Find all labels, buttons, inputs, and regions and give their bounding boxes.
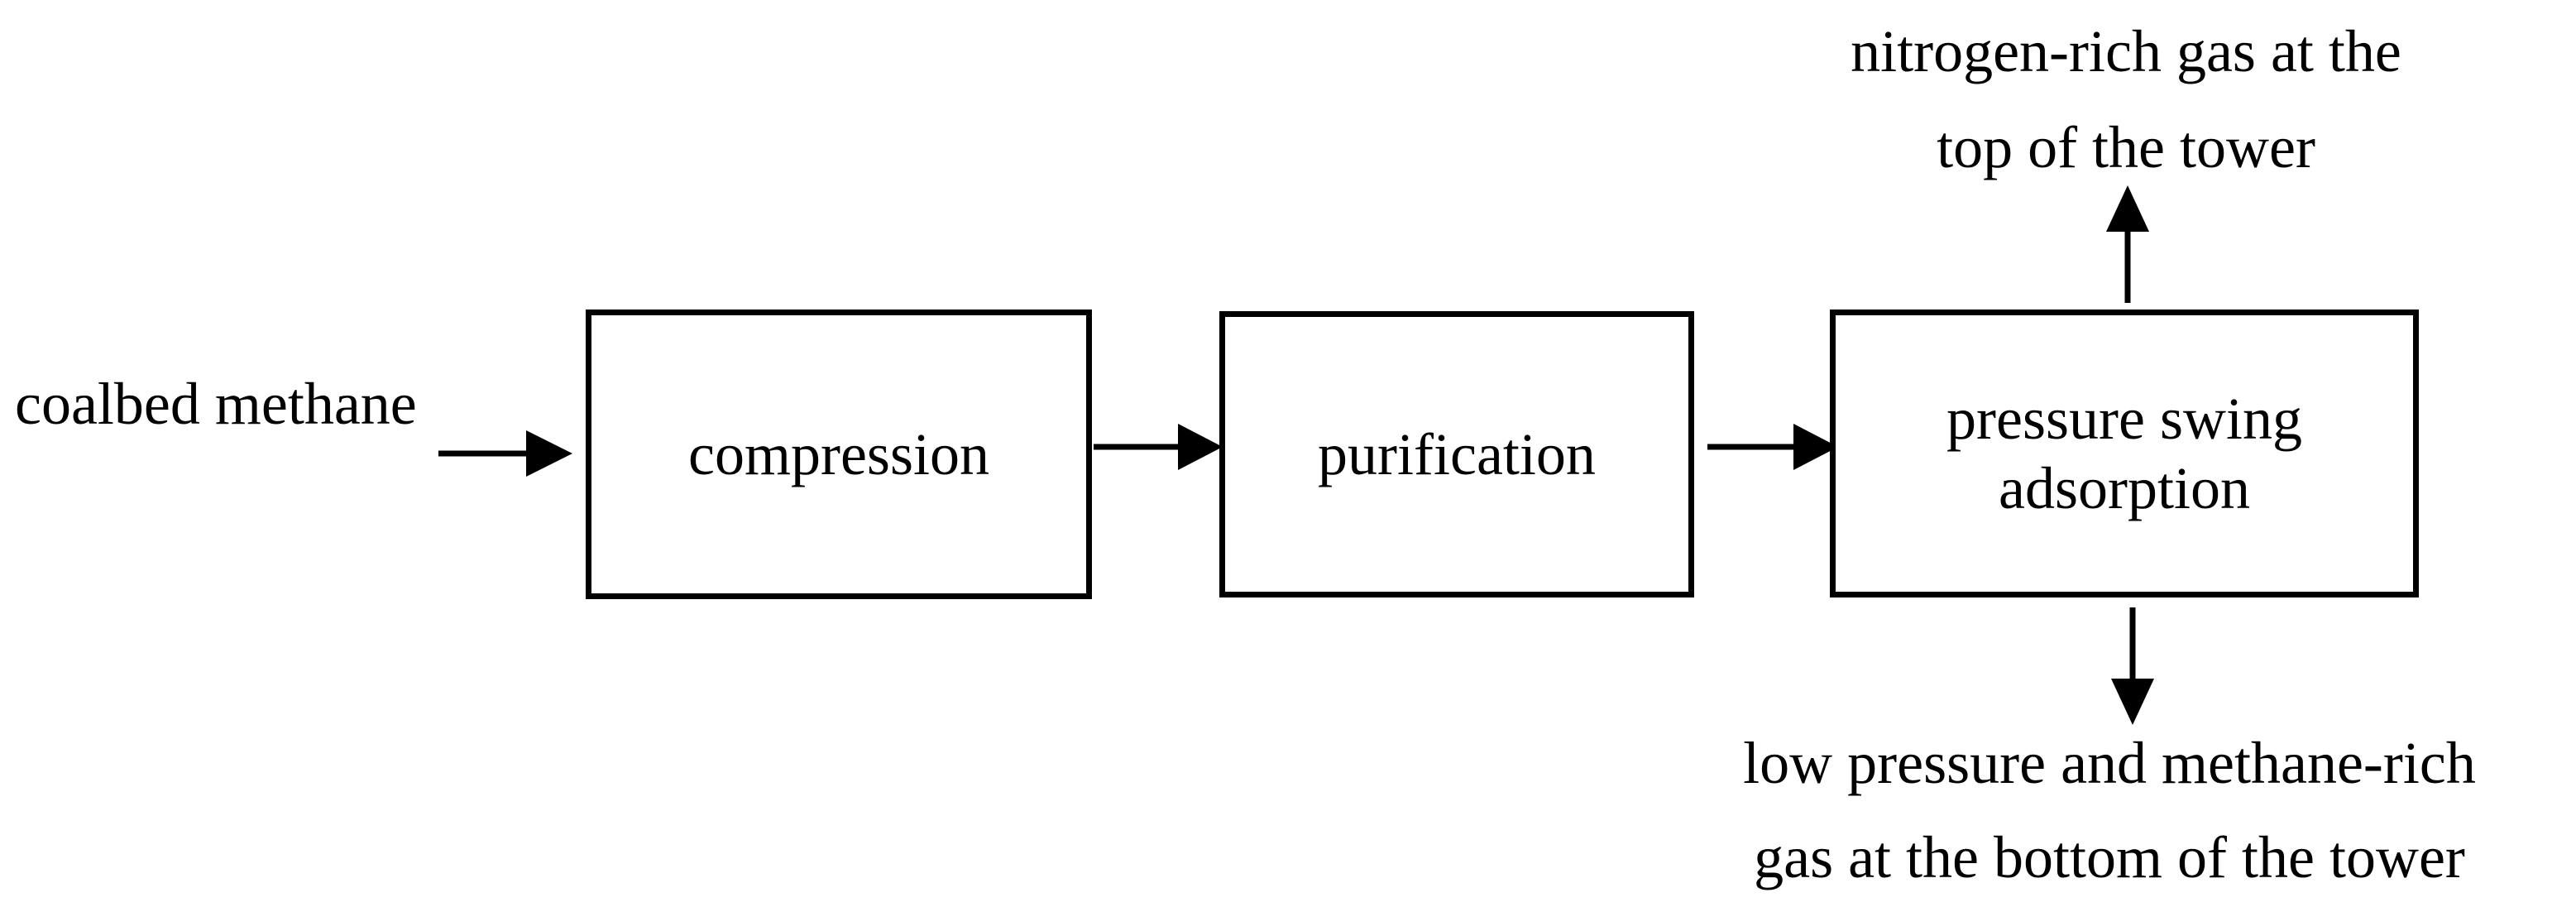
- compression-label: compression: [688, 421, 989, 487]
- arrow-psa-to-bottom-output: [2111, 607, 2154, 725]
- compression-box: compression: [586, 310, 1092, 599]
- arrow-compression-to-purification: [1094, 424, 1223, 470]
- purification-box: purification: [1219, 311, 1694, 597]
- bottom-output-label-line1: low pressure and methane-rich: [1743, 730, 2476, 796]
- pressure-swing-adsorption-box: pressure swing adsorption: [1830, 310, 2419, 597]
- input-label: coalbed methane: [15, 371, 417, 437]
- psa-label-line1: pressure swing: [1946, 386, 2302, 452]
- arrow-psa-to-top-output: [2106, 185, 2149, 303]
- bottom-output-label-line2: gas at the bottom of the tower: [1754, 824, 2465, 890]
- purification-label: purification: [1318, 421, 1596, 487]
- psa-label-line2: adsorption: [1999, 455, 2250, 521]
- top-output-label-line1: nitrogen-rich gas at the: [1851, 18, 2401, 84]
- arrow-input-to-compression: [438, 430, 572, 477]
- top-output-label-line2: top of the tower: [1937, 114, 2315, 180]
- arrow-purification-to-psa: [1707, 424, 1838, 470]
